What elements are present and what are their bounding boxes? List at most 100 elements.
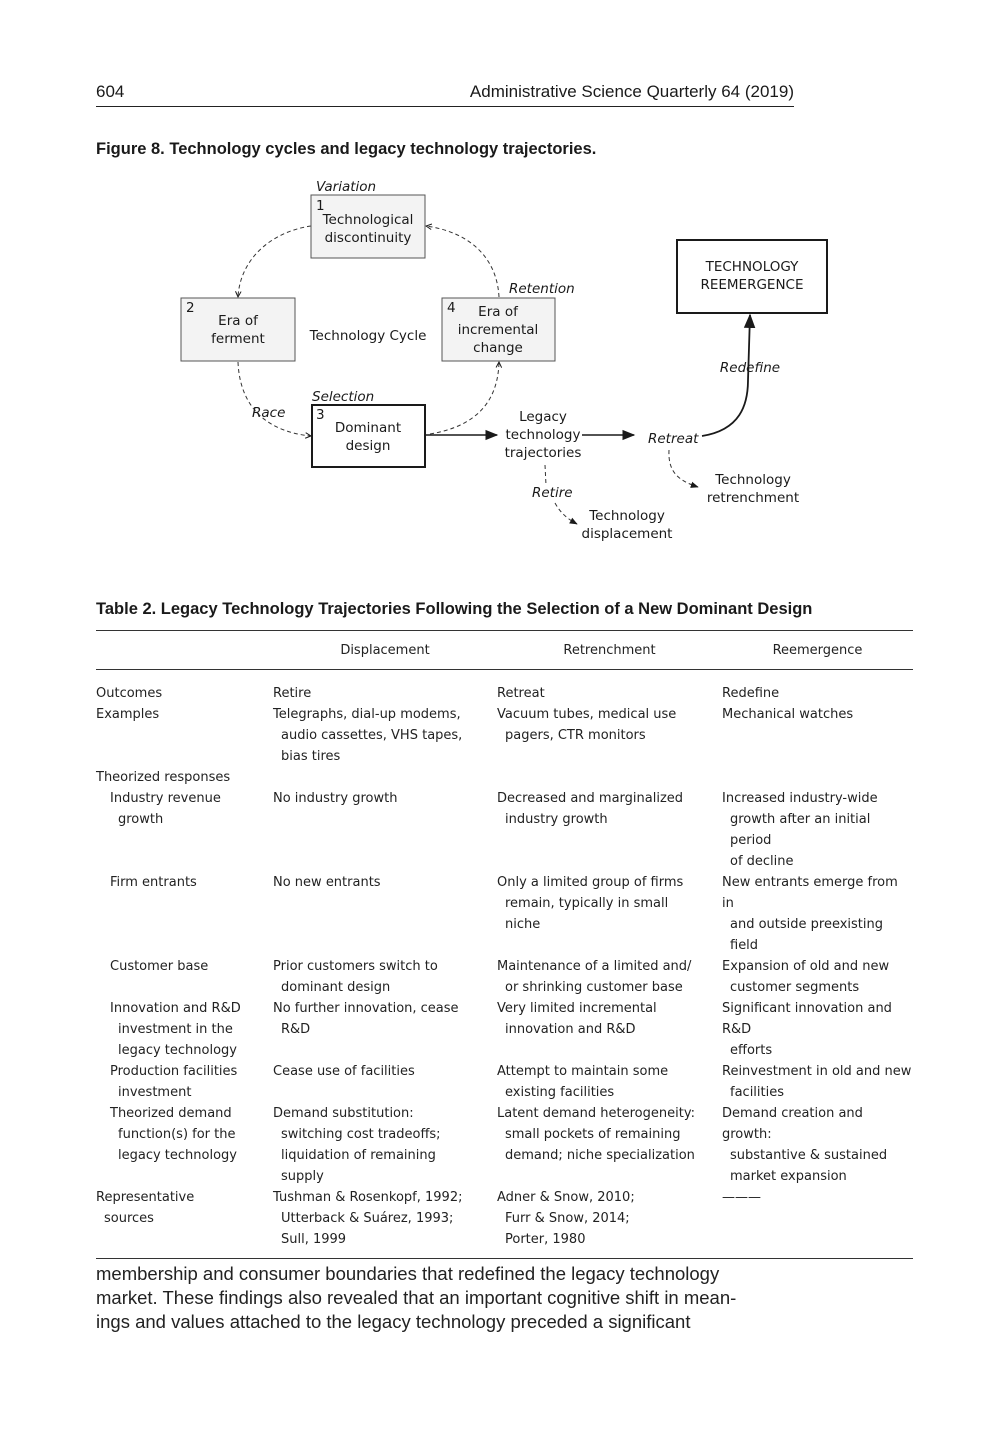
- row-label-line: function(s) for the: [118, 1127, 236, 1142]
- table-cell: Mechanical watches: [722, 704, 913, 767]
- cell-line: Vacuum tubes, medical use: [497, 707, 677, 722]
- box-incremental-line1: Era of: [478, 304, 519, 320]
- table-cell: Telegraphs, dial-up modems,audio cassett…: [273, 704, 497, 767]
- row-label-line: Innovation and R&D: [110, 1001, 241, 1016]
- box-ferment-number: 2: [186, 300, 195, 316]
- box-discontinuity: [310, 194, 426, 259]
- table-row: Outcomes Retire Retreat Redefine: [96, 670, 913, 705]
- table-cell: Vacuum tubes, medical use pagers, CTR mon…: [497, 704, 722, 767]
- technology-cycle-diagram: 1 Technological discontinuity 2 Era of f…: [180, 179, 828, 542]
- arrow-legacy-to-displacement: [544, 464, 547, 486]
- table-header-blank: [96, 631, 273, 670]
- row-label-cell: Outcomes: [96, 670, 273, 705]
- table-cell: ———: [722, 1187, 913, 1259]
- box-incremental-number: 4: [447, 300, 456, 316]
- cell-line: ———: [722, 1190, 761, 1205]
- cell-line: Significant innovation and R&D: [722, 1001, 892, 1037]
- table-header-retrenchment: Retrenchment: [563, 642, 656, 658]
- cell-line: Latent demand heterogeneity:: [497, 1106, 695, 1121]
- cell-line: of decline: [730, 854, 794, 869]
- row-label-line: growth: [118, 812, 164, 827]
- row-label-cell: Customer base: [96, 956, 273, 998]
- label-retention: Retention: [509, 281, 575, 297]
- cell-line: liquidation of remaining: [281, 1148, 436, 1163]
- cell-line: Tushman & Rosenkopf, 1992;: [273, 1190, 463, 1205]
- cell-line: Adner & Snow, 2010;: [497, 1190, 635, 1205]
- row-label-line: legacy technology: [118, 1043, 237, 1058]
- cell-line: Mechanical watches: [722, 707, 854, 722]
- table-cell: Adner & Snow, 2010; Furr & Snow, 2014; Por…: [497, 1187, 722, 1259]
- cell-line: or shrinking customer base: [505, 980, 683, 995]
- cell-line: Retreat: [497, 686, 545, 701]
- journal-title: Administrative Science Quarterly 64 (201…: [469, 82, 794, 101]
- cell-line: Only a limited group of firms: [497, 875, 684, 890]
- body-line: market. These findings also revealed tha…: [96, 1287, 737, 1308]
- cell-line: substantive & sustained: [730, 1148, 888, 1163]
- label-race: Race: [252, 405, 285, 421]
- cell-line: remain, typically in small: [505, 896, 669, 911]
- row-label-line: Customer base: [110, 959, 209, 974]
- figure-caption: Figure 8. Technology cycles and legacy t…: [96, 140, 597, 158]
- node-displacement-line1: Technology: [588, 508, 665, 524]
- cell-line: existing facilities: [505, 1085, 615, 1100]
- arrow-dominant-to-incremental: [429, 362, 499, 435]
- row-label-cell: Theorized responses: [96, 767, 273, 788]
- body-line: membership and consumer boundaries that …: [96, 1263, 720, 1284]
- cell-line: growth after an initial period: [730, 812, 871, 848]
- cell-line: Porter, 1980: [505, 1232, 586, 1247]
- box-discontinuity-line2: discontinuity: [325, 230, 412, 246]
- cell-line: No industry growth: [273, 791, 398, 806]
- label-selection: Selection: [312, 389, 374, 405]
- table-header-reemergence: Reemergence: [772, 642, 863, 658]
- label-retreat: Retreat: [648, 431, 699, 447]
- row-label-cell: Innovation and R&D investment in the legac…: [96, 998, 273, 1061]
- node-legacy-line2: technology: [506, 427, 581, 443]
- table-cell: Maintenance of a limited and/or shrinkin…: [497, 956, 722, 998]
- cell-line: Furr & Snow, 2014;: [505, 1211, 630, 1226]
- cell-line: pagers, CTR monitors: [505, 728, 646, 743]
- row-label-line: Theorized demand: [110, 1106, 232, 1121]
- table-cell: [273, 767, 497, 788]
- row-label-line: investment: [118, 1085, 192, 1100]
- cell-line: innovation and R&D: [505, 1022, 636, 1037]
- label-variation: Variation: [316, 179, 376, 195]
- box-ferment: [180, 297, 296, 362]
- table-cell: [722, 767, 913, 788]
- box-dominant: [311, 404, 426, 468]
- cell-line: and outside preexisting field: [730, 917, 884, 953]
- cell-line: No new entrants: [273, 875, 381, 890]
- table-header-row: Displacement Retrenchment Reemergence: [96, 630, 913, 670]
- cell-line: Reinvestment in old and new: [722, 1064, 912, 1079]
- table-cell: No new entrants: [273, 872, 497, 956]
- box-reemergence: [676, 239, 828, 314]
- cell-line: customer segments: [730, 980, 860, 995]
- node-retrenchment-line1: Technology: [714, 472, 791, 488]
- cell-line: R&D: [281, 1022, 311, 1037]
- cell-line: Maintenance of a limited and/: [497, 959, 692, 974]
- cell-line: switching cost tradeoffs;: [281, 1127, 441, 1142]
- box-ferment-line1: Era of: [218, 313, 259, 329]
- cell-line: Utterback & Suárez, 1993;: [281, 1211, 454, 1226]
- table-cell: Redefine: [722, 670, 913, 705]
- row-label-line: investment in the: [118, 1022, 233, 1037]
- box-dominant-number: 3: [316, 407, 325, 423]
- row-label-line: Examples: [96, 707, 160, 722]
- cell-line: Increased industry-wide: [722, 791, 878, 806]
- page-number: 604: [96, 82, 125, 101]
- table-cell: Retreat: [497, 670, 722, 705]
- row-label-line: Outcomes: [96, 686, 163, 701]
- box-dominant-line2: design: [346, 438, 391, 454]
- table-title: Table 2. Legacy Technology Trajectories …: [96, 600, 813, 618]
- cell-line: Retire: [273, 686, 312, 701]
